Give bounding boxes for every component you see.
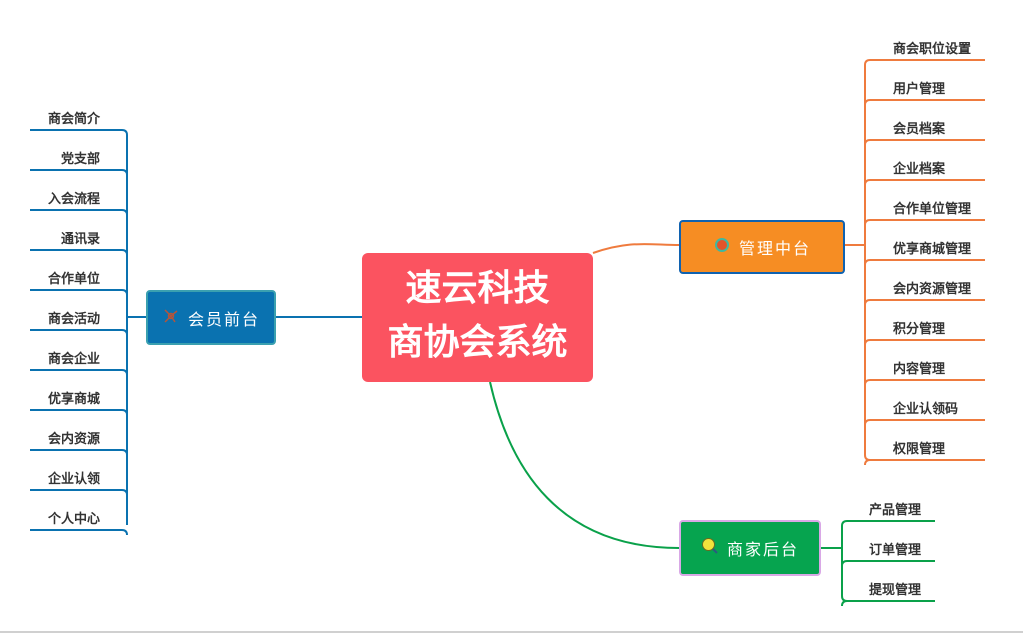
leaf-underline <box>864 339 985 346</box>
leaf-underline <box>841 560 935 567</box>
center-title-line1: 速云科技 <box>405 267 550 309</box>
leaf-underline <box>30 249 128 256</box>
leaf-member-item[interactable]: 合作单位 <box>47 272 100 287</box>
leaf-underline <box>30 489 128 496</box>
leaf-merchant-item[interactable]: 订单管理 <box>869 543 922 558</box>
branch-merchant[interactable]: 商家后台 <box>679 520 821 576</box>
leaf-management-item[interactable]: 会内资源管理 <box>893 282 972 297</box>
leaf-underline <box>30 129 128 136</box>
branch-label: 会员前台 <box>187 309 260 329</box>
leaf-management-item[interactable]: 积分管理 <box>893 322 946 337</box>
leaf-underline <box>864 459 985 466</box>
bottom-divider <box>0 631 1023 633</box>
leaf-underline <box>864 179 985 186</box>
leaf-underline <box>864 139 985 146</box>
leaf-management-item[interactable]: 权限管理 <box>893 442 946 457</box>
branch-member-frontend[interactable]: 会员前台 <box>146 290 276 345</box>
leaf-management-item[interactable]: 内容管理 <box>893 362 946 377</box>
center-to-merchant <box>489 381 680 549</box>
leaf-member-item[interactable]: 会内资源 <box>47 432 100 447</box>
network-icon <box>162 307 180 329</box>
leaf-member-item[interactable]: 商会活动 <box>47 312 100 327</box>
leaf-member-item[interactable]: 商会简介 <box>47 112 100 127</box>
leaf-underline <box>30 529 128 536</box>
leaf-underline <box>30 369 128 376</box>
refresh-icon <box>713 236 731 258</box>
leaf-underline <box>30 409 128 416</box>
leaf-management-item[interactable]: 用户管理 <box>893 82 946 97</box>
leaf-management-item[interactable]: 会员档案 <box>893 122 946 137</box>
leaf-management-item[interactable]: 合作单位管理 <box>893 202 972 217</box>
leaf-management-item[interactable]: 商会职位设置 <box>893 42 972 57</box>
right-spine <box>864 65 871 461</box>
leaf-member-item[interactable]: 入会流程 <box>47 192 100 207</box>
leaf-underline <box>30 209 128 216</box>
leaf-underline <box>30 449 128 456</box>
leaf-underline <box>864 419 985 426</box>
leaf-underline <box>30 329 128 336</box>
merchant-spine <box>841 526 848 602</box>
leaf-merchant-item[interactable]: 提现管理 <box>869 583 922 598</box>
leaf-member-item[interactable]: 通讯录 <box>60 232 100 247</box>
leaf-underline <box>864 59 985 66</box>
leaf-merchant-item[interactable]: 产品管理 <box>869 503 922 518</box>
leaf-member-item[interactable]: 党支部 <box>60 152 100 167</box>
branch-label: 商家后台 <box>726 540 799 559</box>
leaf-underline <box>30 169 128 176</box>
central-topic[interactable]: 速云科技 商协会系统 <box>362 253 593 382</box>
leaf-underline <box>864 99 985 106</box>
magnifier-icon <box>701 537 719 559</box>
branch-label: 管理中台 <box>738 239 811 258</box>
leaf-underline <box>864 259 985 266</box>
branch-management[interactable]: 管理中台 <box>679 220 845 274</box>
leaf-member-item[interactable]: 优享商城 <box>47 392 100 407</box>
leaf-management-item[interactable]: 优享商城管理 <box>893 242 972 257</box>
leaf-management-item[interactable]: 企业档案 <box>893 162 946 177</box>
leaf-underline <box>841 600 935 607</box>
leaf-management-item[interactable]: 企业认领码 <box>893 402 959 417</box>
leaf-member-item[interactable]: 个人中心 <box>47 512 100 527</box>
center-title-line2: 商协会系统 <box>387 321 568 363</box>
leaf-underline <box>864 379 985 386</box>
leaf-underline <box>30 289 128 296</box>
leaf-member-item[interactable]: 商会企业 <box>47 352 100 367</box>
center-to-management <box>592 243 680 254</box>
leaf-member-item[interactable]: 企业认领 <box>47 472 100 487</box>
leaf-underline <box>864 299 985 306</box>
leaf-underline <box>841 520 935 527</box>
leaf-underline <box>864 219 985 226</box>
